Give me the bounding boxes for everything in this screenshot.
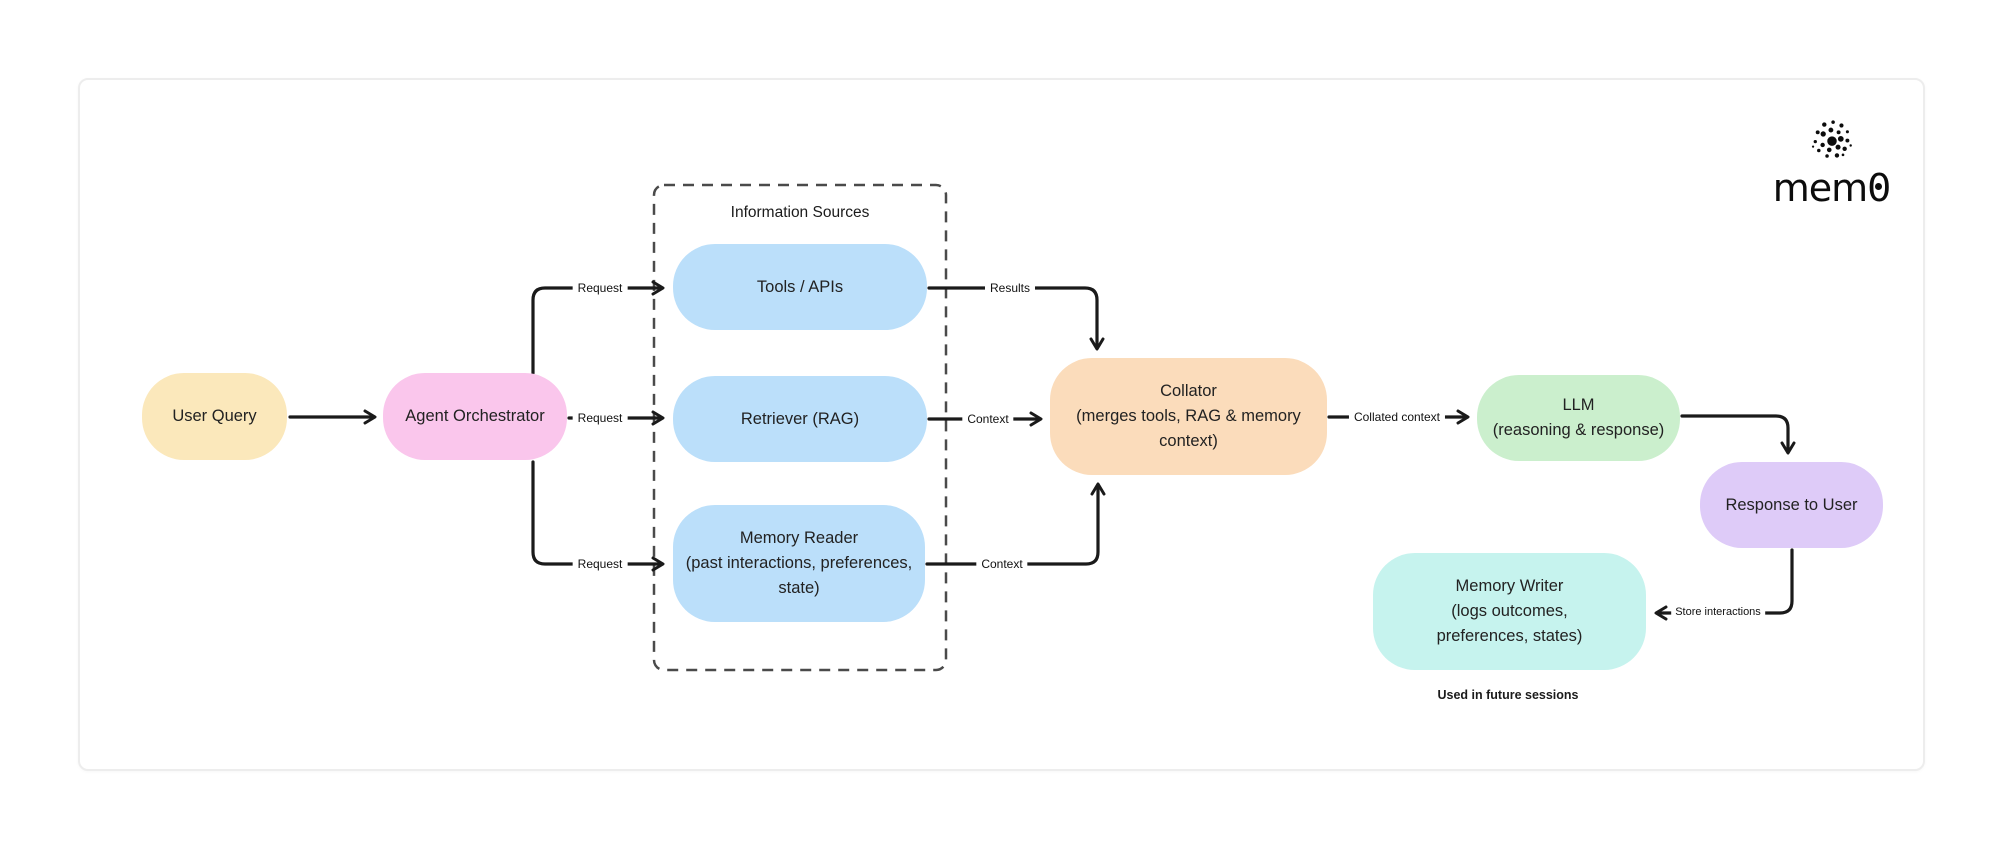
edge-label-store-interactions: Store interactions (1671, 604, 1765, 620)
edge-label-line: Store (1675, 606, 1702, 618)
node-label: Memory Reader (739, 529, 859, 547)
edge-label-request-top: Request (572, 280, 628, 296)
node-label: Retriever (RAG) (740, 409, 860, 428)
edge-label-collated-context: Collated context (1348, 409, 1446, 425)
logo-text-zero: 0 (1867, 168, 1891, 208)
node-label: context) (1159, 432, 1218, 450)
mem0-logo: mem0 (1769, 118, 1894, 208)
information-sources-title: Information Sources (730, 204, 870, 221)
node-label: (logs outcomes, (1451, 602, 1568, 620)
edge-label-request-bottom: Request (572, 556, 628, 572)
node-label: Agent Orchestrator (405, 407, 545, 425)
node-label: preferences, states) (1436, 627, 1583, 645)
node-label: state) (778, 579, 820, 597)
node-label: (reasoning & response) (1492, 421, 1665, 439)
node-agent-orchestrator: Agent Orchestrator (383, 373, 567, 460)
node-label: Response to User (1725, 495, 1858, 514)
node-label: (past interactions, preferences, (685, 554, 913, 572)
node-tools-apis: Tools / APIs (673, 244, 927, 330)
node-llm: LLM (reasoning & response) (1477, 375, 1680, 461)
mem0-logo-text: mem0 (1769, 168, 1894, 208)
edge-label-line: interactions (1704, 606, 1761, 618)
edge-label-results: Results (984, 280, 1036, 296)
node-label: (merges tools, RAG & memory (1076, 407, 1301, 425)
edge-label-context-mid: Context (962, 411, 1014, 427)
node-label: Collator (1160, 382, 1217, 400)
node-label: Memory Writer (1455, 577, 1564, 595)
node-collator: Collator (merges tools, RAG & memory con… (1050, 358, 1327, 475)
mem0-logo-icon (1811, 120, 1852, 158)
node-label: User Query (172, 407, 257, 425)
node-label: LLM (1562, 396, 1595, 414)
footnote-used-in-future-sessions: Used in future sessions (1437, 688, 1579, 702)
edge-label-request-mid: Request (572, 410, 628, 426)
edge-label-context-bottom: Context (976, 556, 1028, 572)
logo-zero-dot (1875, 183, 1883, 191)
node-memory-reader: Memory Reader (past interactions, prefer… (673, 505, 925, 622)
node-memory-writer: Memory Writer (logs outcomes, preference… (1373, 553, 1646, 670)
node-user-query: User Query (142, 373, 287, 460)
node-response-to-user: Response to User (1700, 462, 1883, 548)
node-retriever: Retriever (RAG) (673, 376, 927, 462)
node-label: Tools / APIs (756, 277, 844, 296)
logo-text-mem: mem (1772, 166, 1868, 210)
